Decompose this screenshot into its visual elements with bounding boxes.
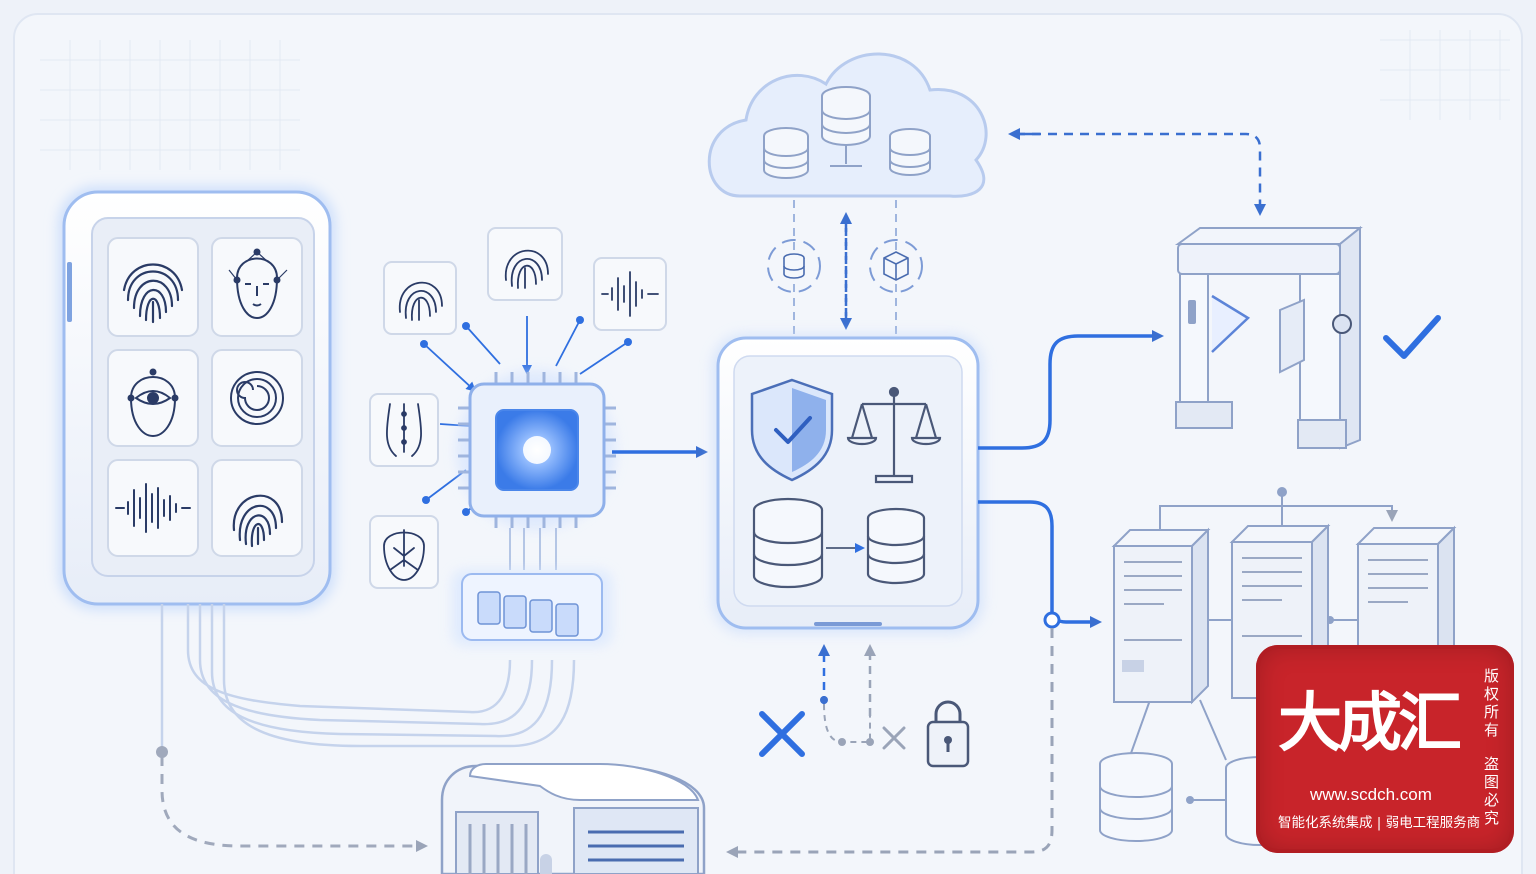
fingerprint-icon [232,494,284,548]
memory-module [452,570,612,646]
sync-database-icon [783,253,805,279]
server-rack [1111,527,1211,705]
voice-wave-icon [115,483,191,533]
eye-scan-icon [127,368,179,438]
watermark-rights: 版权所有 [1484,667,1500,739]
dashed-link-cloud-to-gate [1016,132,1266,216]
database-icon [752,497,824,589]
fingerprint-icon [122,263,184,324]
access-control-links [818,644,876,746]
database-icon [889,128,931,176]
network-node [1186,796,1194,804]
tile-fingerprint-2 [211,459,303,557]
watermark-warning: 盗图必究 [1484,755,1500,827]
processor-chip [456,370,616,530]
arrow-hub-to-servers [978,500,1102,628]
access-gate [1174,225,1363,450]
security-shield-icon [750,378,834,482]
cross-icon [759,711,805,757]
face-landmarks-icon [228,248,288,320]
fingerprint-icon [505,249,549,289]
iris-icon [230,371,284,425]
tile-fingerprint [107,237,199,337]
junction-dot [1043,611,1061,629]
database-icon [763,127,809,179]
tile-iris [211,349,303,447]
palm-vein-icon [386,403,422,457]
watermark-title: 大成汇 [1278,687,1462,761]
chip-connectors [423,316,629,513]
database-icon [866,507,926,585]
watermark-slogan: 智能化系统集成 | 弱电工程服务商 [1278,815,1481,831]
dashed-link-to-local-server [726,628,1054,858]
dashed-link-terminal-to-server [160,756,428,852]
terminal-cables [160,604,576,760]
database-icon [821,86,871,167]
cross-icon [882,726,906,750]
arrow-hub-to-gate [978,330,1164,450]
checkmark-icon [1383,315,1441,359]
face-scan-icon [383,529,425,581]
local-server [440,763,706,874]
padlock-icon [926,700,970,768]
central-hub [712,334,984,634]
fingerprint-icon [399,281,443,321]
watermark-stamp: 大成汇 www.scdch.com 智能化系统集成 | 弱电工程服务商 版权所有… [1256,645,1514,853]
sensor-tiles [369,227,667,589]
watermark-url: www.scdch.com [1310,785,1432,804]
database-icon [1099,752,1173,842]
scales-icon [846,386,942,484]
sync-box-icon [883,251,909,281]
network-node [1277,487,1287,497]
chip-bus-lines [509,528,557,570]
biometric-terminal [58,186,336,610]
connector-dot [156,746,168,758]
connector-dots [420,316,632,516]
background-grid [40,30,1510,170]
voice-wave-icon [601,271,659,317]
cloud-hub-links [767,200,923,334]
cloud-storage [707,52,988,198]
